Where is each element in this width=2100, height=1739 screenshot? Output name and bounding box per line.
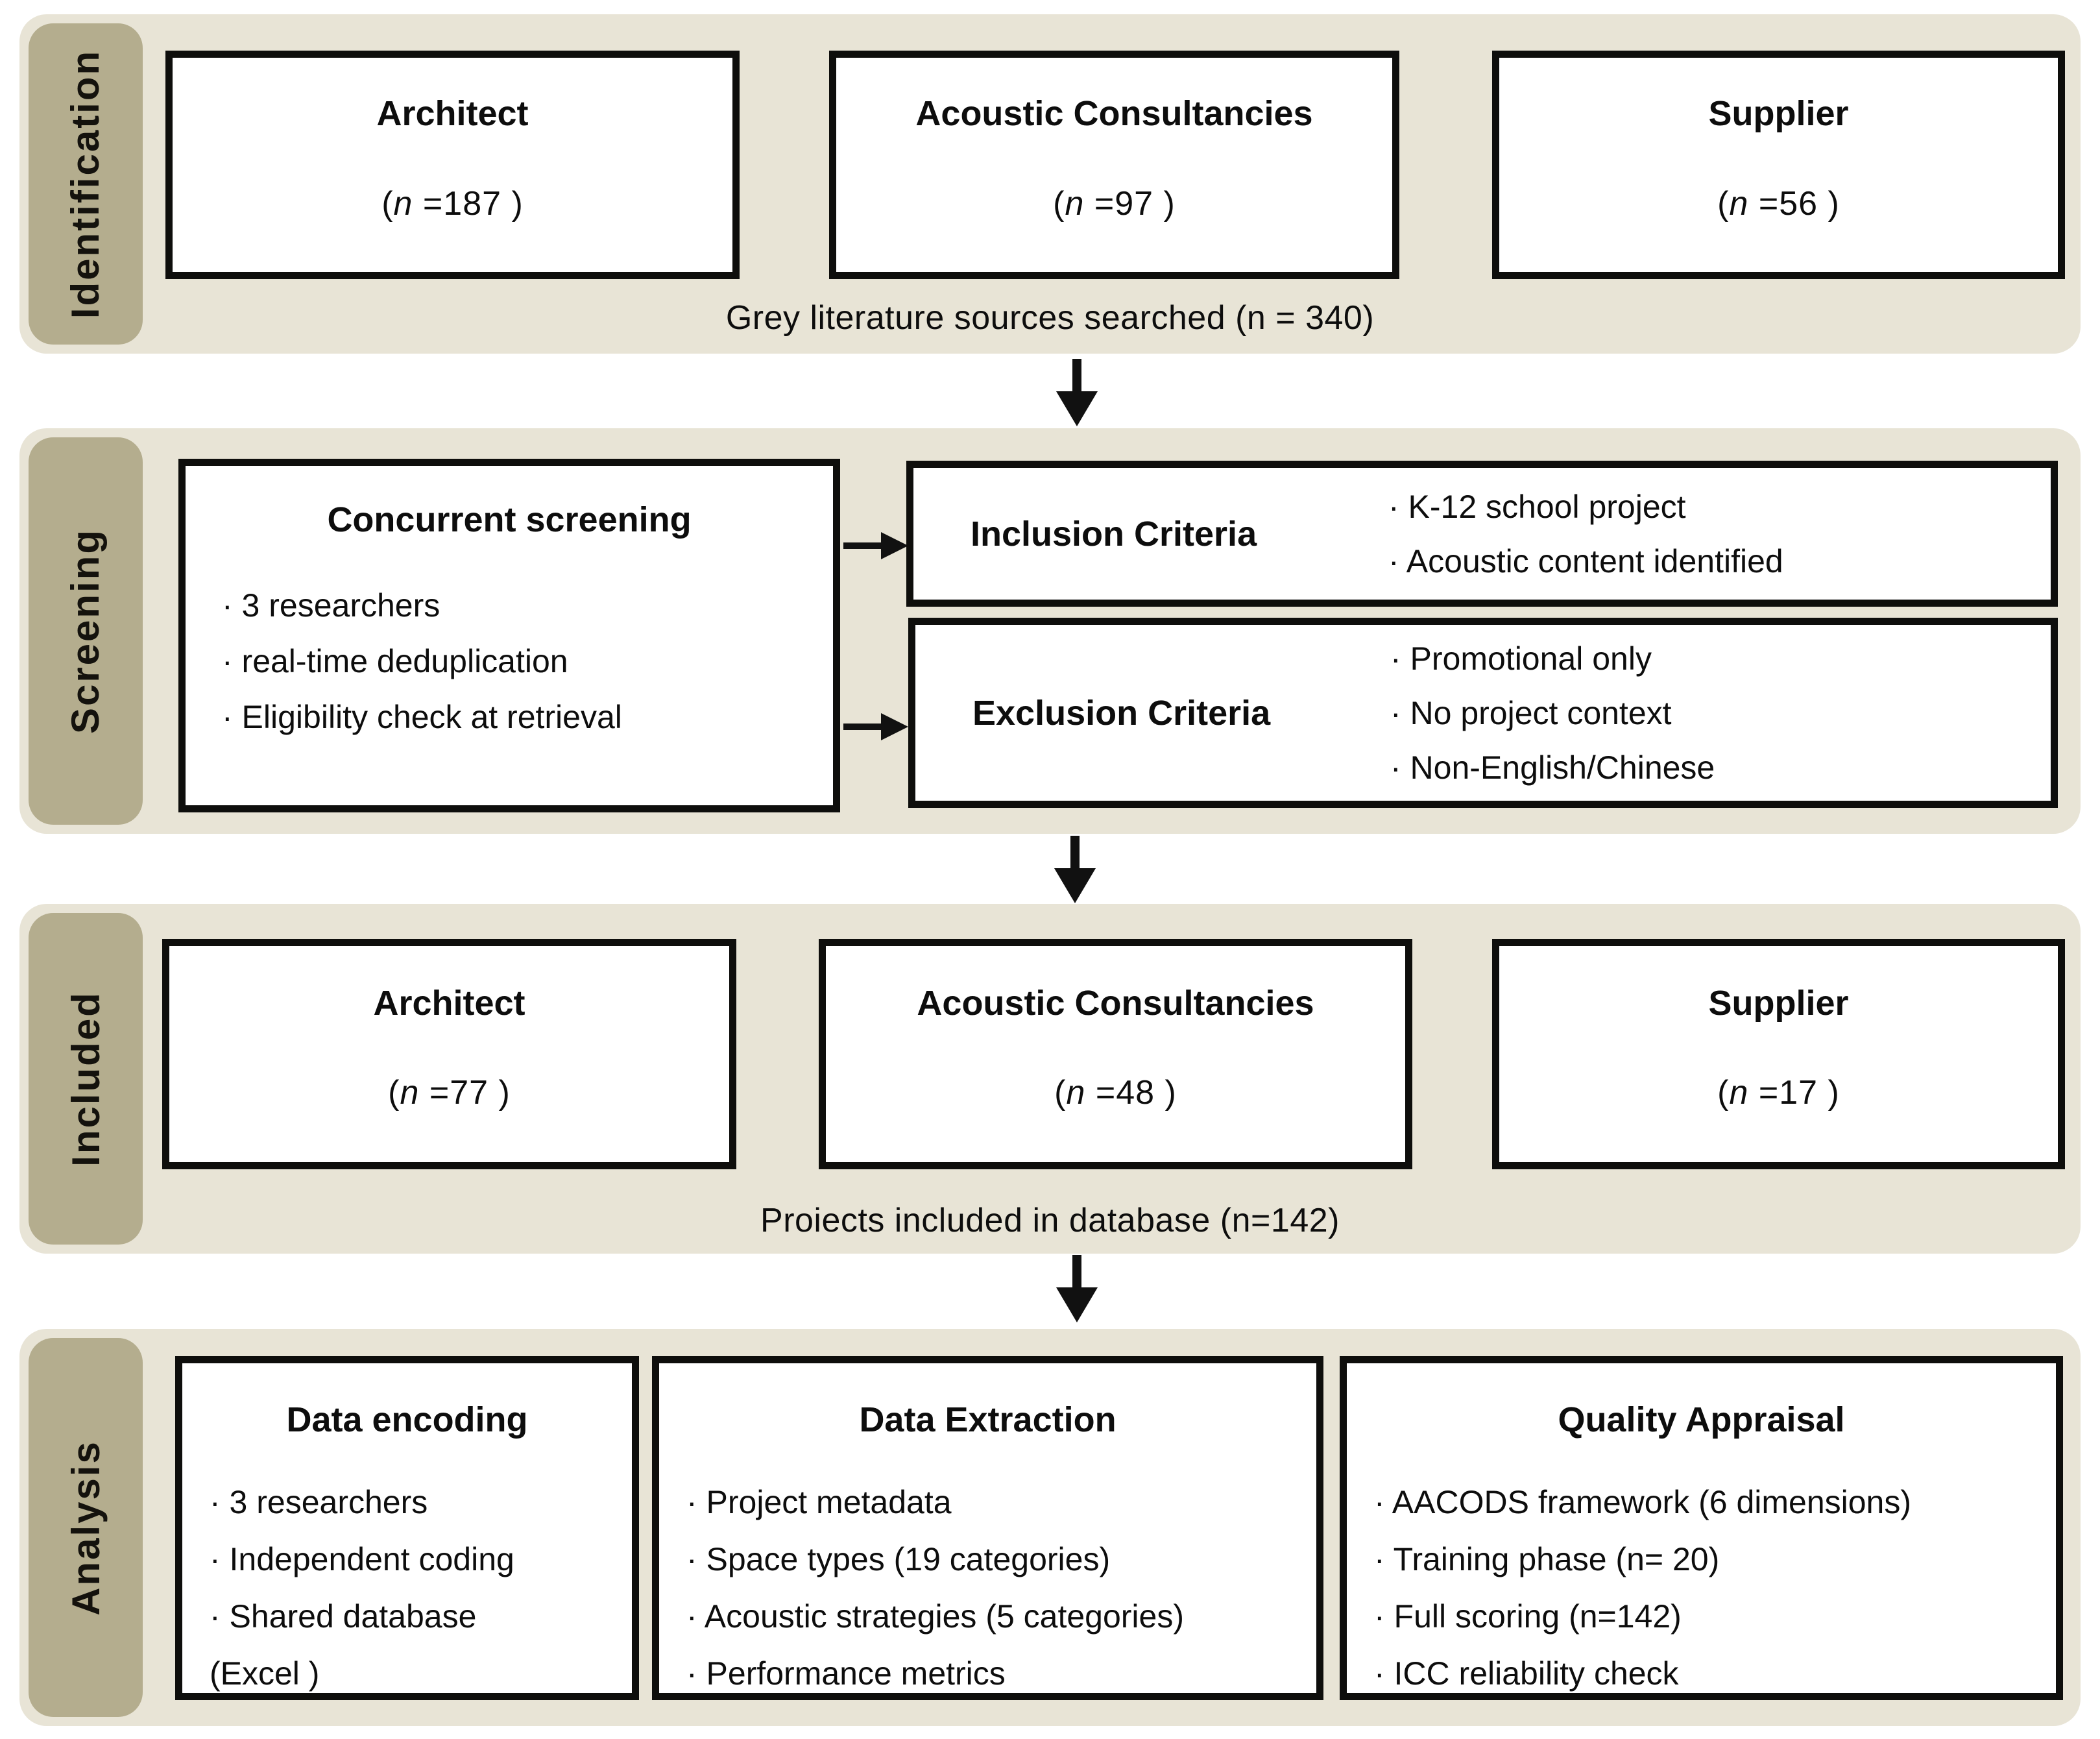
- count-n: n: [1729, 184, 1749, 223]
- box-title: Acoustic Consultancies: [915, 94, 1313, 134]
- exclusion-criteria-box: Exclusion Criteria · Promotional only · …: [908, 618, 2058, 808]
- count-open: (: [1053, 184, 1065, 223]
- arrow-stem: [843, 542, 881, 549]
- count-rest: =77 ): [419, 1074, 511, 1112]
- band-label-identification: Identification: [29, 23, 143, 345]
- bullet-item: · Non-English/Chinese: [1390, 749, 1715, 786]
- count-open: (: [388, 1074, 400, 1112]
- box-title: Exclusion Criteria: [972, 693, 1271, 733]
- bullet-list: · 3 researchers · Independent coding · S…: [182, 1474, 632, 1702]
- band-label-included: Included: [29, 913, 143, 1245]
- band-label-text: Identification: [64, 49, 108, 319]
- bullet-item: · Promotional only: [1390, 640, 1652, 677]
- box-count: (n =77 ): [388, 1073, 511, 1112]
- band-label-text: Included: [64, 991, 108, 1167]
- inclusion-criteria-box: Inclusion Criteria · K-12 school project…: [906, 461, 2058, 607]
- count-rest: =97 ): [1084, 184, 1176, 223]
- included-box-architect: Architect (n =77 ): [162, 939, 736, 1169]
- quality-appraisal-box: Quality Appraisal · AACODS framework (6 …: [1340, 1356, 2063, 1700]
- arrow-head: [1054, 868, 1096, 903]
- arrow-to-exclusion: [843, 713, 908, 740]
- bullet-item: · ICC reliability check: [1374, 1655, 1679, 1692]
- box-count: (n =56 ): [1717, 184, 1840, 223]
- box-title: Quality Appraisal: [1558, 1400, 1845, 1439]
- down-arrow-3: [1056, 1255, 1098, 1322]
- box-count: (n =97 ): [1053, 184, 1176, 223]
- box-title: Architect: [373, 983, 525, 1023]
- bullet-item: · AACODS framework (6 dimensions): [1374, 1484, 1912, 1520]
- count-n: n: [393, 184, 413, 223]
- count-open: (: [1717, 184, 1730, 223]
- bullet-item: · Eligibility check at retrieval: [222, 699, 622, 735]
- arrow-head: [881, 713, 908, 740]
- bullet-item: · Project metadata: [686, 1484, 952, 1520]
- data-encoding-box: Data encoding · 3 researchers · Independ…: [175, 1356, 639, 1700]
- included-box-supplier: Supplier (n =17 ): [1492, 939, 2065, 1169]
- bullet-list: · Promotional only · No project context …: [1390, 631, 1715, 795]
- box-title: Concurrent screening: [327, 500, 692, 539]
- bullet-list: · K-12 school project · Acoustic content…: [1388, 480, 1783, 589]
- box-title: Acoustic Consultancies: [917, 983, 1314, 1023]
- band-label-screening: Screening: [29, 437, 143, 825]
- box-title: Data Extraction: [859, 1400, 1116, 1439]
- count-n: n: [1066, 1074, 1086, 1112]
- included-caption: Proiects included in database (n=142): [760, 1202, 1340, 1239]
- bullet-item: · Full scoring (n=142): [1374, 1598, 1682, 1635]
- bullet-item: · 3 researchers: [222, 587, 441, 624]
- count-n: n: [400, 1074, 420, 1112]
- box-title: Data encoding: [286, 1400, 528, 1439]
- arrow-stem: [1070, 836, 1080, 868]
- box-title: Inclusion Criteria: [971, 514, 1257, 553]
- box-title: Architect: [376, 94, 529, 134]
- count-n: n: [1729, 1074, 1749, 1112]
- count-rest: =187 ): [413, 184, 524, 223]
- data-extraction-box: Data Extraction · Project metadata · Spa…: [652, 1356, 1323, 1700]
- box-count: (n =187 ): [381, 184, 524, 223]
- bullet-item: (Excel ): [210, 1655, 320, 1692]
- count-open: (: [1717, 1074, 1730, 1112]
- arrow-stem: [1072, 1255, 1081, 1287]
- source-box-supplier: Supplier (n =56 ): [1492, 51, 2065, 279]
- arrow-to-inclusion: [843, 532, 908, 559]
- source-box-acoustic-consultancies: Acoustic Consultancies (n =97 ): [829, 51, 1399, 279]
- down-arrow-1: [1056, 359, 1098, 426]
- box-title: Supplier: [1708, 94, 1849, 134]
- bullet-item: · 3 researchers: [210, 1484, 428, 1520]
- bullet-item: · Independent coding: [210, 1541, 514, 1577]
- bullet-item: · Acoustic strategies (5 categories): [686, 1598, 1184, 1635]
- bullet-item: · Shared database: [210, 1598, 477, 1635]
- included-box-acoustic-consultancies: Acoustic Consultancies (n =48 ): [819, 939, 1412, 1169]
- source-box-architect: Architect (n =187 ): [165, 51, 740, 279]
- down-arrow-2: [1054, 836, 1096, 903]
- arrow-head: [1056, 1287, 1098, 1322]
- count-rest: =17 ): [1748, 1074, 1840, 1112]
- concurrent-screening-box: Concurrent screening · 3 researchers · r…: [178, 459, 840, 812]
- box-count: (n =48 ): [1054, 1073, 1177, 1112]
- arrow-stem: [843, 724, 881, 730]
- arrow-head: [881, 532, 908, 559]
- bullet-item: · real-time deduplication: [222, 643, 568, 679]
- count-open: (: [1054, 1074, 1067, 1112]
- arrow-head: [1056, 391, 1098, 426]
- band-label-analysis: Analysis: [29, 1338, 143, 1717]
- band-label-text: Screening: [64, 528, 108, 735]
- bullet-item: · Performance metrics: [686, 1655, 1006, 1692]
- bullet-item: · Space types (19 categories): [686, 1541, 1111, 1577]
- arrow-stem: [1072, 359, 1081, 391]
- bullet-item: · Training phase (n= 20): [1374, 1541, 1720, 1577]
- bullet-item: · No project context: [1390, 694, 1672, 731]
- count-rest: =56 ): [1748, 184, 1840, 223]
- box-count: (n =17 ): [1717, 1073, 1840, 1112]
- bullet-list: · 3 researchers · real-time deduplicatio…: [186, 578, 833, 745]
- bullet-item: · K-12 school project: [1388, 488, 1686, 525]
- count-n: n: [1065, 184, 1085, 223]
- bullet-list: · Project metadata · Space types (19 cat…: [659, 1474, 1316, 1702]
- band-label-text: Analysis: [64, 1439, 108, 1616]
- identification-caption: Grey literature sources searched (n = 34…: [725, 299, 1375, 337]
- bullet-list: · AACODS framework (6 dimensions) · Trai…: [1347, 1474, 2056, 1702]
- count-rest: =48 ): [1085, 1074, 1177, 1112]
- count-open: (: [381, 184, 394, 223]
- bullet-item: · Acoustic content identified: [1388, 542, 1783, 579]
- box-title: Supplier: [1708, 983, 1849, 1023]
